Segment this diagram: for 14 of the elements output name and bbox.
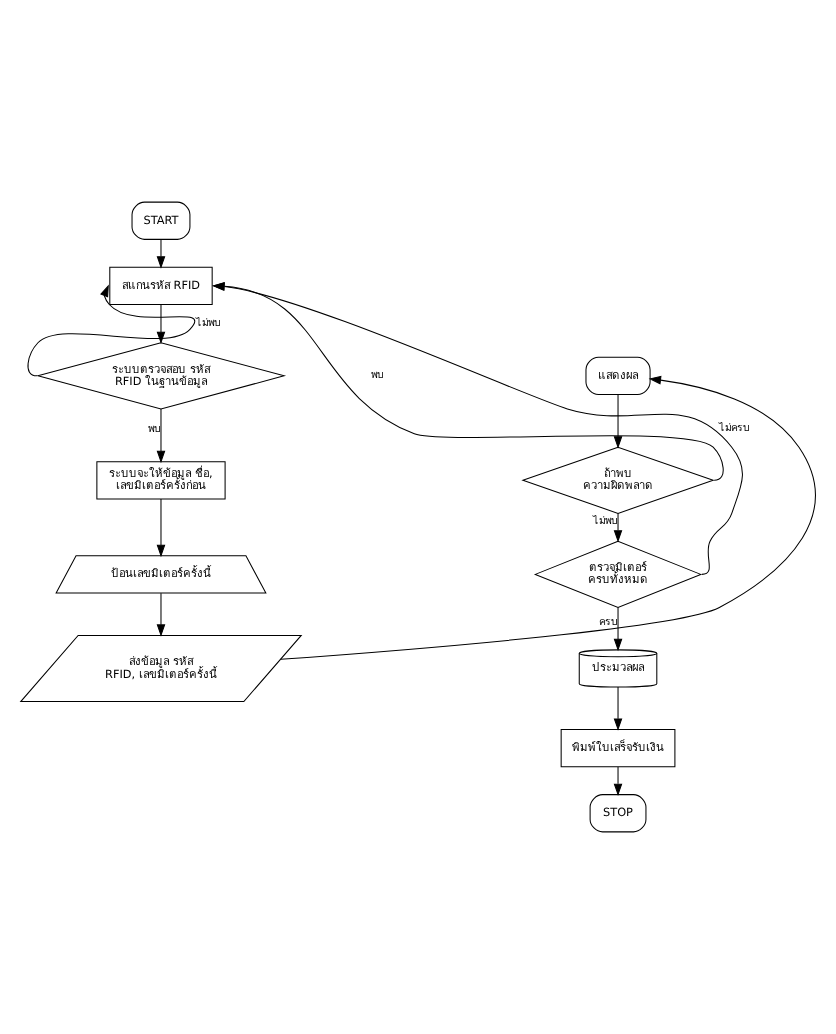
arrow [613, 766, 623, 797]
arrow [212, 282, 743, 575]
arrow [156, 498, 166, 558]
arrow [280, 375, 816, 660]
arrow [613, 686, 623, 731]
arrow [156, 304, 166, 345]
arrow [613, 513, 623, 543]
arrow [156, 592, 166, 637]
arrow [156, 239, 166, 269]
arrow [613, 607, 623, 652]
arrow [156, 408, 166, 464]
arrow [212, 281, 724, 481]
arrow [613, 394, 623, 449]
arrow [27, 284, 195, 377]
